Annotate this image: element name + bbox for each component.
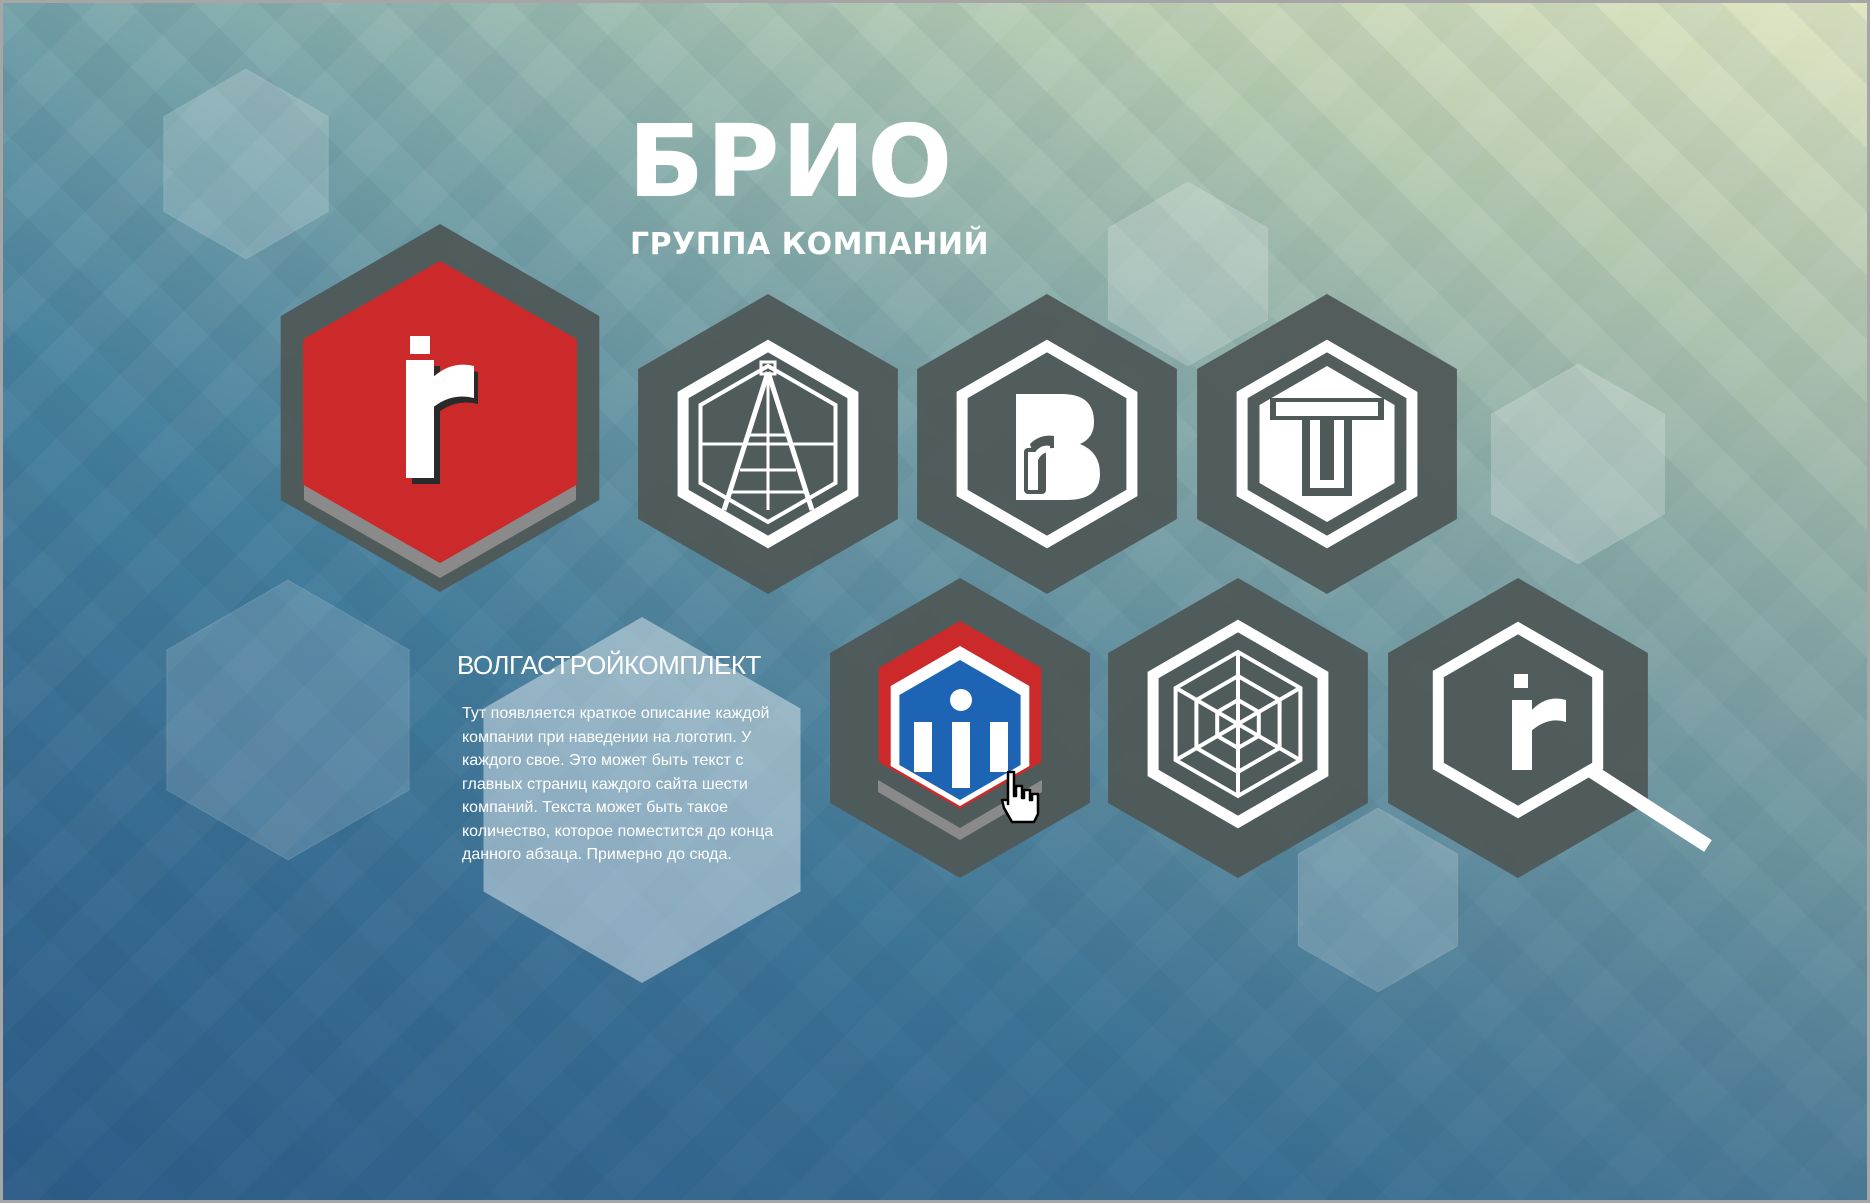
page-title: БРИО (628, 103, 955, 220)
logo-search-company[interactable] (1388, 578, 1712, 878)
logo-brio-group[interactable] (280, 224, 600, 592)
logo-t-company[interactable] (1197, 294, 1457, 594)
company-description-text: Тут появляется краткое описание каждой к… (462, 705, 774, 863)
decor-hexagon (166, 579, 410, 861)
decor-hexagon (1297, 807, 1459, 993)
decor-hexagon (1490, 363, 1666, 565)
decor-hexagon (1107, 181, 1269, 367)
logo-web-company[interactable] (1108, 578, 1368, 878)
logo-b-company[interactable] (917, 294, 1177, 594)
hand-cursor-icon (1000, 770, 1040, 824)
t-letter-icon (1236, 339, 1418, 549)
page-subtitle: ГРУППА КОМПАНИЙ (630, 227, 990, 262)
tower-icon (677, 339, 859, 549)
buildings-icon (878, 621, 1042, 840)
web-icon (1147, 619, 1329, 829)
logo-survey-company[interactable] (638, 294, 898, 594)
logo-volgastroykomplekt[interactable] (830, 578, 1090, 878)
magnifier-icon (1432, 621, 1712, 852)
company-description-title: ВОЛГАСТРОЙКОМПЛЕКТ (457, 650, 761, 680)
decor-hexagon (163, 68, 329, 260)
b-letter-icon (956, 339, 1138, 549)
r-hexagon-icon (303, 260, 577, 578)
